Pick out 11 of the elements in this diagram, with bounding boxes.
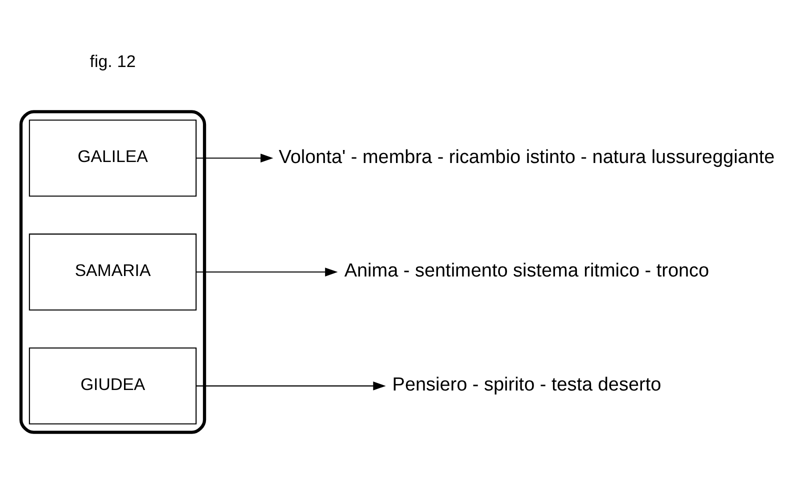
label: fig. 12	[90, 52, 136, 71]
node-box: SAMARIA	[28, 233, 197, 310]
arrow	[196, 153, 274, 162]
node-text: Pensiero - spirito - testa deserto	[392, 374, 662, 396]
arrow	[196, 267, 338, 276]
node-box: GALILEA	[28, 119, 197, 196]
node-text: Anima - sentimento sistema ritmico - tronco	[344, 260, 710, 282]
cluster	[19, 110, 206, 434]
arrow	[196, 381, 386, 390]
node-text: Volonta' - membra - ricambio istinto - natura lussureggiante	[278, 146, 775, 168]
node-box: GIUDEA	[28, 346, 197, 424]
